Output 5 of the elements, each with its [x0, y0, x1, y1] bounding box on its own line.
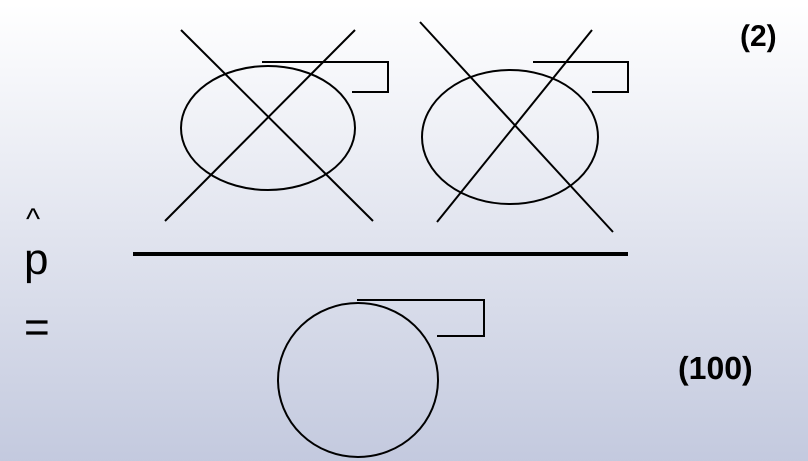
variable-symbol: p [24, 238, 48, 282]
hat-symbol: ^ [26, 205, 40, 235]
equation-number: (100) [678, 352, 753, 384]
equals-sign: = [24, 306, 50, 350]
equation-number: (2) [740, 22, 777, 52]
